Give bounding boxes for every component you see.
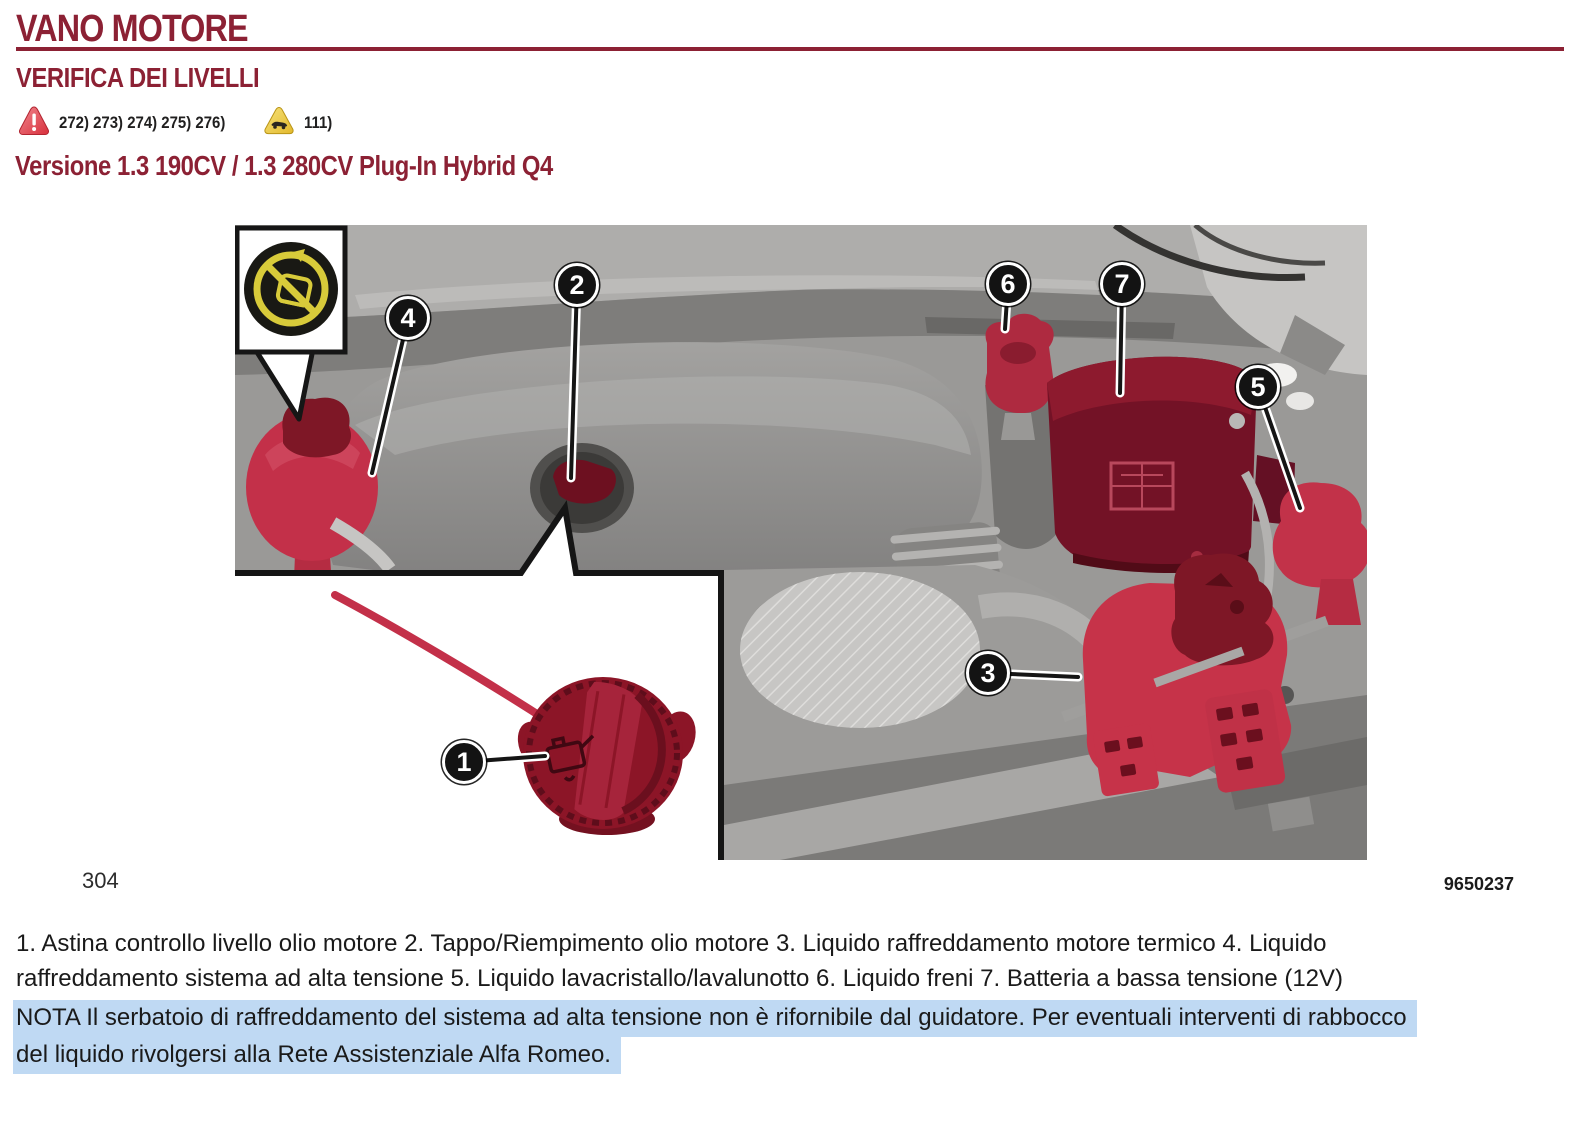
nota-line-1: NOTA Il serbatoio di raffreddamento del … — [13, 1000, 1417, 1037]
page-title: VANO MOTORE — [16, 8, 249, 50]
danger-reference-numbers: 272) 273) 274) 275) 276) — [59, 113, 226, 132]
page-number: 304 — [82, 868, 119, 893]
section-title: VERIFICA DEI LIVELLI — [16, 62, 260, 93]
nota-line-2: del liquido rivolgersi alla Rete Assiste… — [13, 1037, 621, 1074]
legend-line-2: raffreddamento sistema ad alta tensione … — [16, 965, 1344, 992]
variant-heading: Versione 1.3 190CV / 1.3 280CV Plug-In H… — [15, 150, 553, 181]
road-hazard-triangle-icon — [263, 106, 295, 141]
legend-line-1: 1. Astina controllo livello olio motore … — [16, 930, 1327, 957]
engine-coolant-reservoir-highlight — [1061, 553, 1329, 797]
nota-text: NOTA Il serbatoio di raffreddamento del … — [13, 1000, 1576, 1074]
callout-2-badge: 2 — [555, 263, 599, 307]
callout-5-badge: 5 — [1236, 365, 1280, 409]
title-rule — [16, 47, 1564, 51]
callout-6-badge: 6 — [986, 262, 1030, 306]
legend-text: 1. Astina controllo livello olio motore … — [16, 926, 1576, 996]
engine-bay-figure: 1 2 3 4 5 6 7 — [235, 225, 1367, 860]
do-not-open-cap-when-hot-icon — [235, 225, 348, 422]
oil-cap-inset-art — [331, 591, 696, 835]
callout-1-badge: 1 — [442, 740, 486, 784]
callout-3-badge: 3 — [966, 651, 1010, 695]
callout-7-badge: 7 — [1100, 262, 1144, 306]
engine-photo-illustration — [235, 225, 1367, 860]
warning-references-row: 272) 273) 274) 275) 276) 111) — [18, 104, 336, 142]
warning-triangle-icon — [18, 105, 50, 142]
brake-fluid-reservoir-highlight — [985, 313, 1054, 440]
caution-reference-number: 111) — [304, 113, 333, 132]
figure-code: 9650237 — [1443, 874, 1514, 894]
callout-4-badge: 4 — [386, 296, 430, 340]
hv-coolant-reservoir-highlight — [246, 397, 396, 603]
